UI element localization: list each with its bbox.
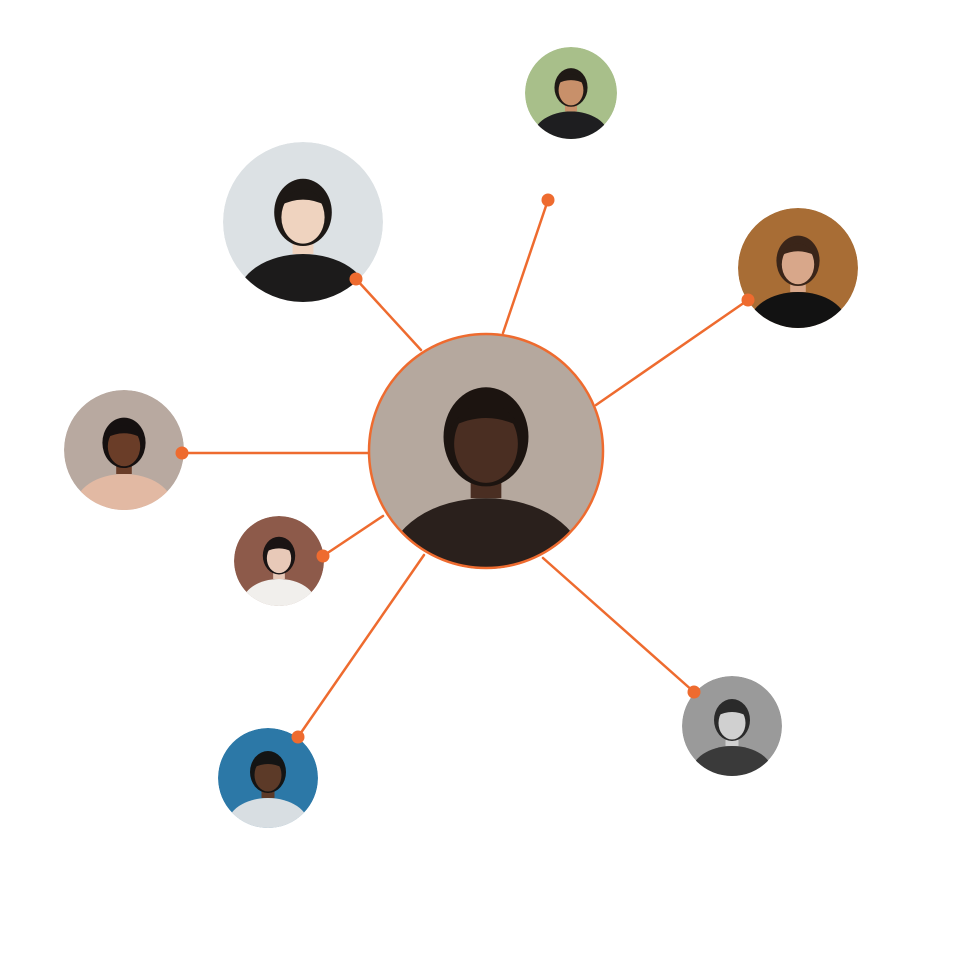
avatar-woman-curly-hair-shirt	[74, 474, 174, 510]
avatar-woman-curly-hair-hair-top	[106, 425, 142, 438]
avatar-man-scarf[interactable]	[738, 208, 858, 358]
center-avatar-face	[454, 404, 518, 483]
center-avatar-ring	[367, 332, 605, 570]
avatar-woman-small-hair-top	[265, 542, 293, 552]
avatar-man-monochrome-face	[718, 706, 746, 740]
avatar-man-scarf-shirt	[748, 292, 848, 328]
avatar-woman-curly-hair-face	[107, 426, 141, 467]
avatar-man-scarf-face	[781, 244, 815, 285]
avatar-man-monochrome[interactable]	[682, 676, 782, 801]
avatar-man-monochrome-hair-top	[717, 705, 747, 716]
empty-connector-dot-connector-line	[501, 198, 550, 335]
avatar-man-sunglasses-hair-top	[253, 757, 283, 768]
avatar-man-monochrome-connector-line	[541, 556, 696, 694]
avatar-man-monochrome-connector-dot	[687, 685, 701, 699]
center-avatar-shirt	[389, 498, 583, 569]
avatar-man-sunglasses-connector-line	[296, 553, 426, 739]
avatar-man-sunglasses-shirt	[227, 798, 309, 828]
avatar-woman-black-hair-shirt	[237, 254, 369, 302]
avatar-man-sunglasses[interactable]	[218, 728, 318, 853]
avatar-woman-small-shirt	[242, 579, 316, 606]
connector-dots	[175, 193, 755, 744]
avatar-woman-curly-hair[interactable]	[64, 390, 184, 540]
avatar-woman-small-connector-dot	[316, 549, 330, 563]
empty-connector-dot-connector-dot	[541, 193, 555, 207]
avatar-woman-black-hair-face	[281, 190, 325, 244]
avatar-woman-black-hair[interactable]	[223, 142, 383, 342]
center-avatar-hair-top	[450, 402, 522, 428]
avatar-man-sunglasses-face	[254, 758, 282, 792]
avatar-woman-black-hair-connector-dot	[349, 272, 363, 286]
avatar-man-scarf-hair-top	[780, 243, 816, 256]
avatar-woman-black-hair-connector-line	[354, 277, 423, 352]
connector-lines	[180, 198, 750, 739]
avatar-nodes	[64, 47, 858, 853]
avatar-bearded-man-top-shirt	[533, 111, 609, 139]
avatar-bearded-man-top-hair-top	[557, 74, 585, 84]
avatar-man-monochrome-shirt	[691, 746, 773, 776]
avatar-woman-black-hair-hair-top	[279, 189, 327, 206]
center-avatar[interactable]	[368, 333, 604, 628]
avatar-man-sunglasses-connector-dot	[291, 730, 305, 744]
avatar-woman-small-face	[266, 543, 292, 574]
avatar-bearded-man-top[interactable]	[525, 47, 617, 162]
avatar-bearded-man-top-face	[558, 75, 584, 106]
avatar-woman-small-connector-line	[321, 514, 385, 558]
avatar-woman-curly-hair-connector-dot	[175, 446, 189, 460]
avatar-woman-small[interactable]	[234, 516, 324, 629]
avatar-man-scarf-connector-line	[594, 298, 750, 407]
avatar-man-scarf-connector-dot	[741, 293, 755, 307]
